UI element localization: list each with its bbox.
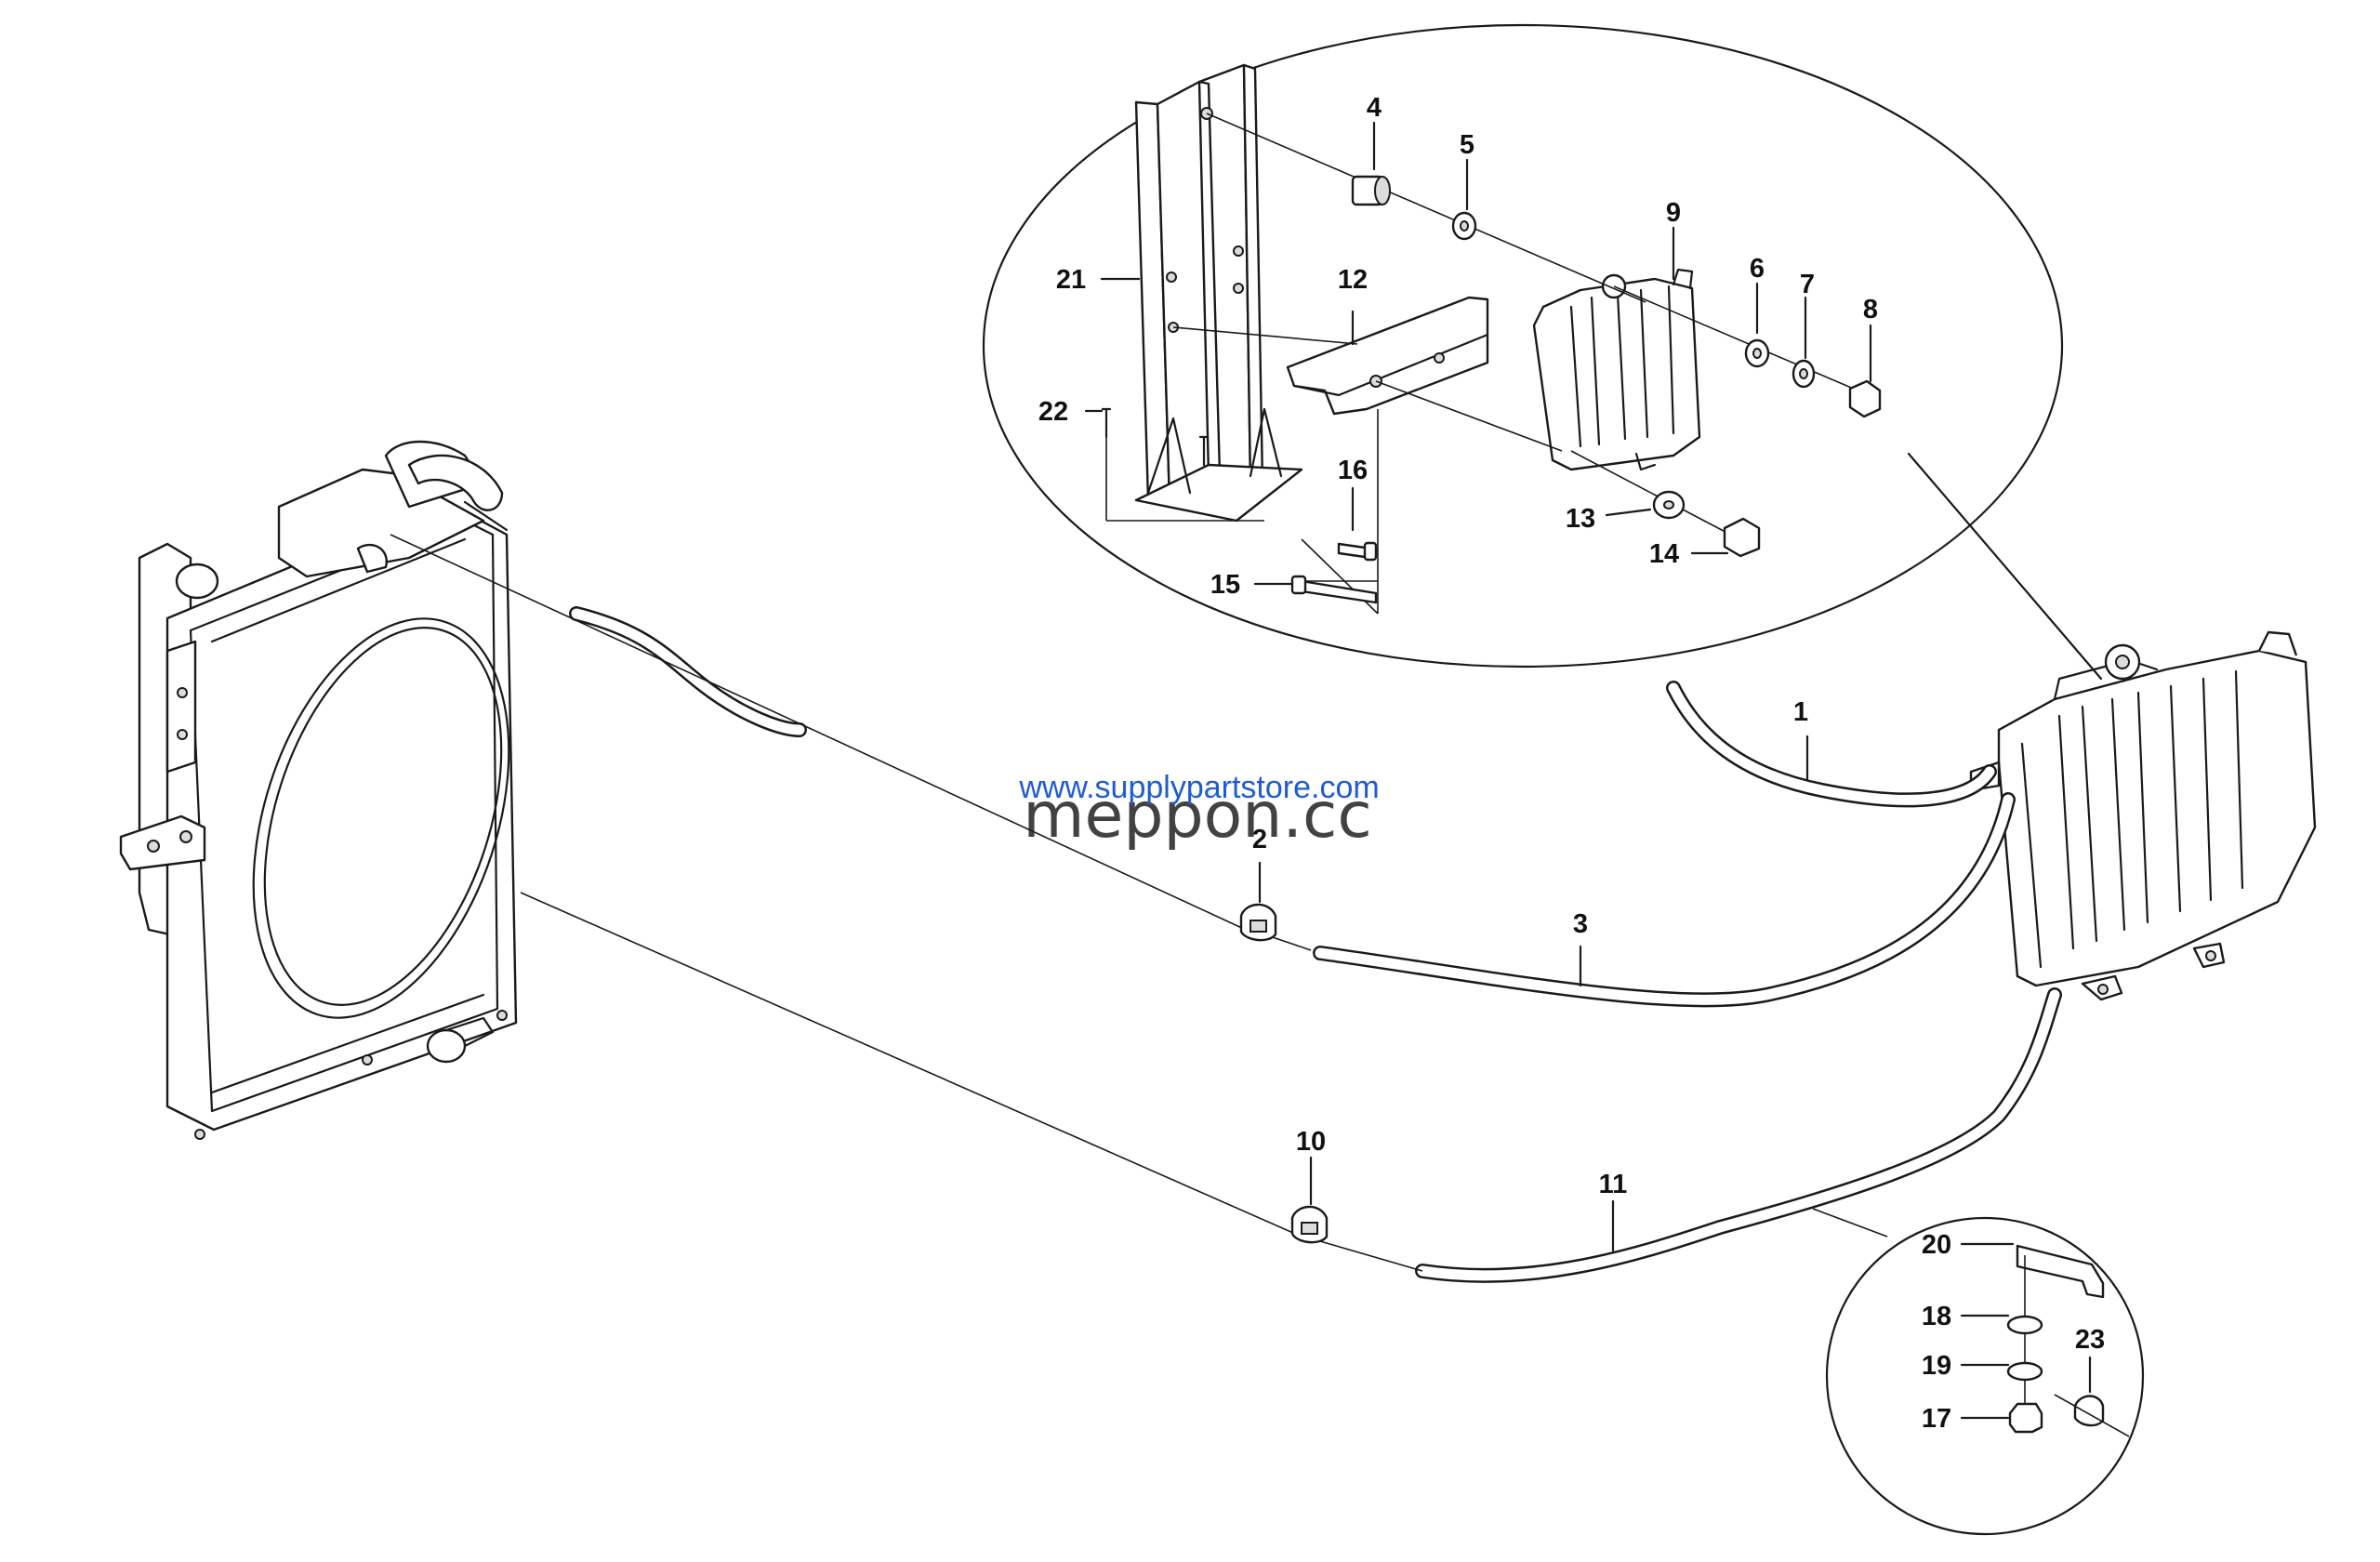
callout-6: 6 bbox=[1750, 254, 1765, 284]
hoses bbox=[569, 606, 2062, 1283]
washer-19 bbox=[2006, 1361, 2043, 1382]
hose-clamps bbox=[1239, 903, 1329, 1244]
callout-7: 7 bbox=[1800, 270, 1815, 299]
callout-labels: 1 2 3 4 5 6 7 8 9 10 11 12 13 14 15 16 1… bbox=[1038, 93, 2105, 1434]
nut-17 bbox=[2008, 1402, 2043, 1434]
callout-14: 14 bbox=[1649, 539, 1679, 569]
callout-15: 15 bbox=[1210, 570, 1240, 600]
detail-circle-clamp-bracket bbox=[1825, 1216, 2145, 1536]
expansion-tank bbox=[1969, 630, 2317, 1001]
callout-13: 13 bbox=[1566, 504, 1595, 534]
callout-20: 20 bbox=[1922, 1230, 1951, 1260]
tank-bracket bbox=[1286, 296, 1489, 416]
support-post bbox=[1134, 63, 1303, 523]
callout-19: 19 bbox=[1922, 1351, 1951, 1381]
callout-11: 11 bbox=[1599, 1170, 1628, 1199]
assembly-lines bbox=[390, 534, 1888, 1272]
callout-17: 17 bbox=[1922, 1404, 1951, 1434]
callout-leaders bbox=[1084, 121, 2092, 1420]
washer-18 bbox=[2006, 1315, 2043, 1335]
detail-expansion-tank bbox=[1532, 268, 1701, 471]
callout-2: 2 bbox=[1252, 825, 1267, 854]
radiator-assembly bbox=[119, 440, 518, 1140]
watermark: meppon.cc www.supplypartstore.com bbox=[1018, 770, 1379, 853]
detail-ellipse-bracket-assembly bbox=[982, 23, 2103, 681]
callout-5: 5 bbox=[1460, 130, 1474, 160]
callout-3: 3 bbox=[1573, 909, 1588, 939]
screw-22 bbox=[1101, 407, 1112, 439]
callout-21: 21 bbox=[1056, 265, 1086, 295]
callout-1: 1 bbox=[1793, 697, 1808, 727]
callout-9: 9 bbox=[1666, 198, 1681, 228]
watermark-supplypartstore: www.supplypartstore.com bbox=[1018, 770, 1379, 805]
bolt-15 bbox=[1300, 579, 1378, 604]
callout-10: 10 bbox=[1296, 1127, 1326, 1157]
callout-22: 22 bbox=[1038, 397, 1068, 427]
callout-4: 4 bbox=[1367, 93, 1382, 123]
callout-12: 12 bbox=[1338, 265, 1368, 295]
clamp-bracket-20 bbox=[2016, 1244, 2105, 1299]
detail-hardware bbox=[1101, 175, 1882, 604]
nut-14 bbox=[1723, 517, 1761, 558]
callout-23: 23 bbox=[2075, 1325, 2105, 1355]
callout-18: 18 bbox=[1922, 1302, 1951, 1331]
nut-8 bbox=[1848, 379, 1882, 418]
watermark-meppon: meppon.cc bbox=[1023, 779, 1372, 853]
callout-8: 8 bbox=[1863, 295, 1878, 324]
callout-16: 16 bbox=[1338, 456, 1368, 485]
hose-clamp-23 bbox=[2073, 1395, 2105, 1427]
